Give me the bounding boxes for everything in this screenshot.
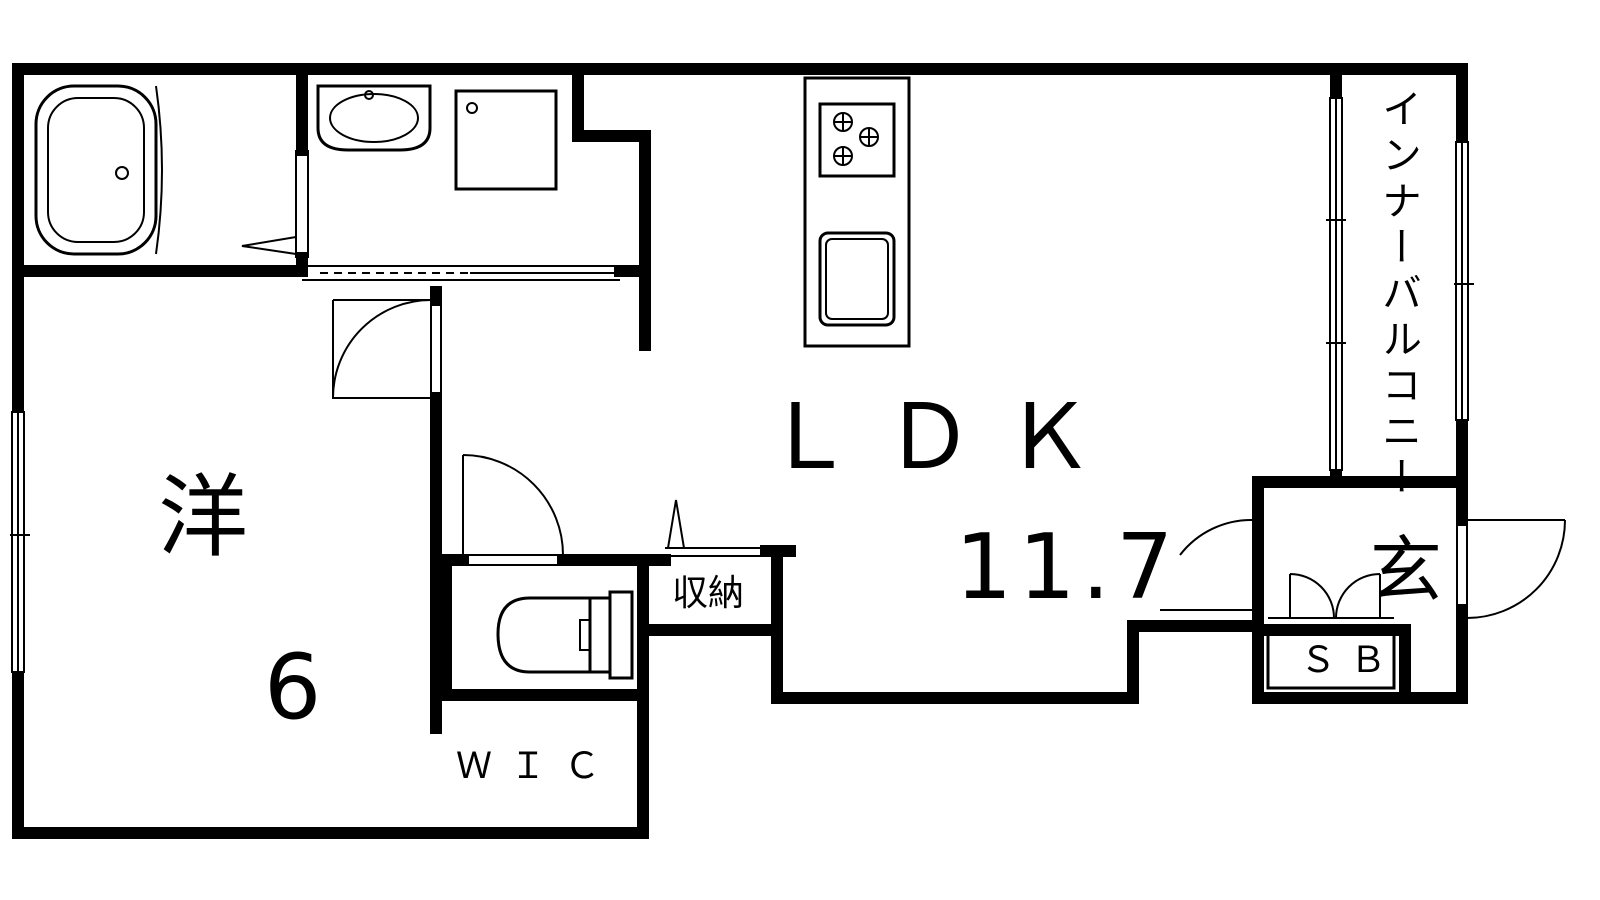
toilet-icon	[496, 590, 634, 680]
kitchen-counter	[803, 76, 911, 348]
stove-icon	[833, 112, 879, 166]
washbasin-icon	[316, 84, 432, 152]
bathtub-icon	[34, 84, 163, 256]
storage-label: 収納	[672, 573, 744, 614]
windows	[10, 97, 1474, 673]
ldk-size: 11.7	[955, 515, 1179, 620]
sink-icon	[825, 238, 889, 320]
door-swing-icon	[241, 236, 1566, 619]
shoe-box-label: ＳＢ	[1300, 640, 1400, 681]
wic-label: ＷＩＣ	[456, 746, 618, 787]
ldk-name: ＬＤＫ	[764, 385, 1124, 490]
western-room-name: 洋	[158, 465, 248, 570]
western-room-size: 6	[264, 635, 321, 740]
room-labels: 洋 6 ＬＤＫ 11.7 ＷＩＣ 収納 玄 ＳＢ インナーバルコニー	[158, 88, 1442, 787]
shoe-box	[1266, 617, 1396, 690]
entrance-label: 玄	[1370, 528, 1442, 612]
walls	[12, 63, 1468, 839]
washing-machine-icon	[454, 89, 558, 191]
inner-balcony-label: インナーバルコニー	[1375, 88, 1421, 502]
